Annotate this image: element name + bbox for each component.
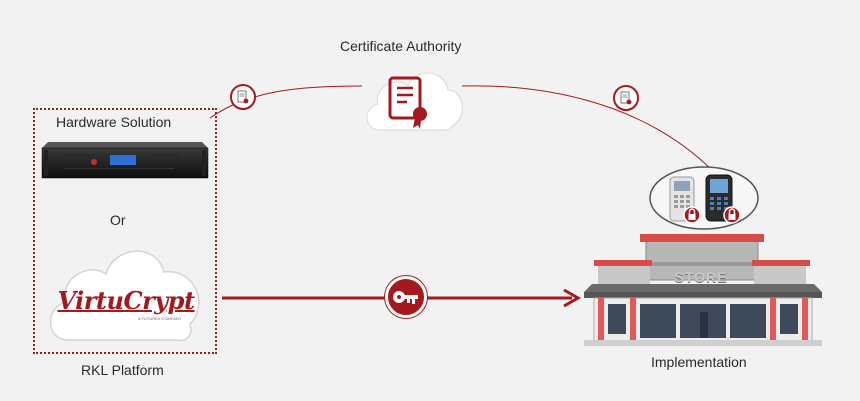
server-icon: [41, 142, 209, 179]
or-label: Or: [110, 212, 126, 228]
virtucrypt-cloud-icon: [49, 250, 200, 342]
rkl-platform-box: [33, 108, 217, 354]
certificate-authority-cloud-icon: [366, 72, 463, 131]
certificate-badge-right: [613, 85, 639, 111]
store-icon: [584, 234, 822, 346]
ca-to-implementation-line: [461, 85, 713, 171]
hardware-solution-label: Hardware Solution: [56, 114, 172, 130]
certificate-icon: [388, 76, 427, 129]
rkl-platform-label: RKL Platform: [81, 362, 164, 378]
store-sign: STORE: [674, 269, 728, 285]
certificate-authority-label: Certificate Authority: [340, 38, 462, 54]
ca-to-hardware-line: [209, 85, 363, 119]
key-badge: [385, 276, 427, 318]
payment-terminals-bubble: [649, 166, 759, 230]
certificate-icon: [620, 91, 632, 105]
key-icon: [393, 291, 418, 304]
certificate-badge-left: [230, 84, 256, 110]
lock-icon: [723, 206, 741, 224]
key-delivery-arrowhead: [563, 288, 582, 308]
virtucrypt-tagline: A FUTUREX COMPANY: [138, 316, 182, 321]
certificate-icon: [237, 90, 249, 104]
implementation-label: Implementation: [651, 354, 747, 370]
lock-icon: [683, 206, 701, 224]
virtucrypt-logo-text: VirtuCrypt: [57, 286, 195, 315]
